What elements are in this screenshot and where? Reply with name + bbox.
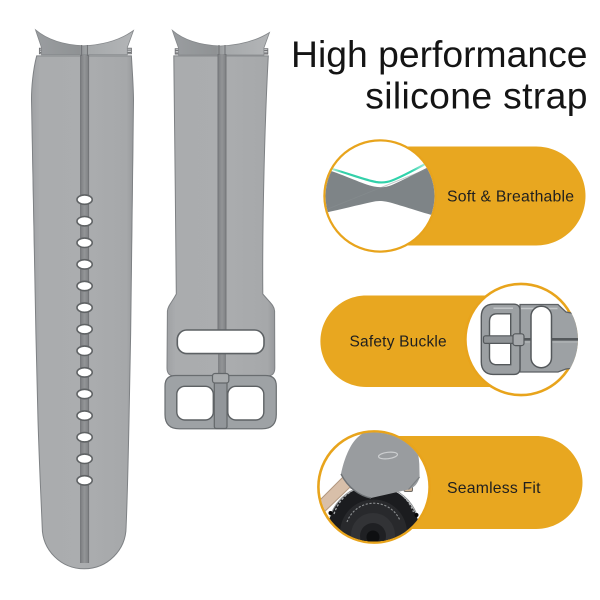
svg-text:High performance: High performance bbox=[291, 33, 587, 75]
svg-text:Safety Buckle: Safety Buckle bbox=[350, 334, 447, 351]
svg-text:silicone strap: silicone strap bbox=[365, 75, 588, 117]
svg-text:Seamless Fit: Seamless Fit bbox=[447, 480, 541, 497]
svg-text:Soft & Breathable: Soft & Breathable bbox=[447, 189, 574, 206]
